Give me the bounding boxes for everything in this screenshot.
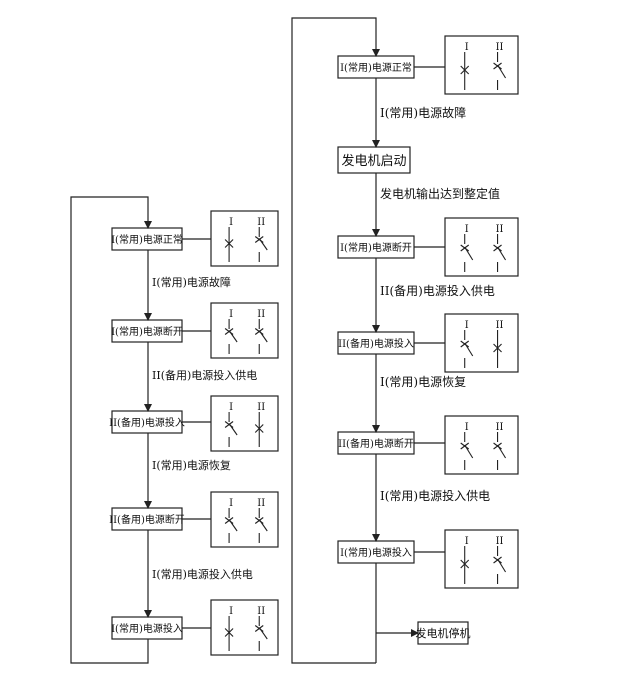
left-switch-panel-0-label-ii: II xyxy=(257,217,265,228)
left-switch-panel-1-label-i: I xyxy=(229,309,233,320)
left-switch-panel-0-switch-i-cross-b xyxy=(224,239,234,248)
right-switch-panel-0-switch-i-cross-b xyxy=(460,65,470,75)
left-switch-panel-4-label-ii: II xyxy=(257,606,265,617)
right-switch-panel-4 xyxy=(444,415,519,475)
left-switch-panel-1-label-ii: II xyxy=(257,309,265,320)
left-switch-panel-3-switch-ii-cross-b xyxy=(254,517,264,524)
left-switch-panel-2-label-i: I xyxy=(229,402,233,413)
left-switch-panel-1-switch-i-cross-b xyxy=(224,328,234,335)
right-step-label-0: I(常用)电源正常 xyxy=(340,61,412,74)
right-switch-panel-4-switch-ii-cross-b xyxy=(493,442,502,450)
left-switch-panel-1-switch-ii-cross-b xyxy=(254,328,264,335)
right-step-label-5: I(常用)电源投入 xyxy=(340,546,412,559)
left-loop-back-line xyxy=(70,196,152,664)
generator-stop-box xyxy=(417,621,469,645)
right-switch-panel-0-label-ii: II xyxy=(496,42,504,53)
right-step-label-1: 发电机启动 xyxy=(341,153,406,169)
right-step-label-2: I(常用)电源断开 xyxy=(340,241,412,254)
right-transition-label-2: II(备用)电源投入供电 xyxy=(380,283,495,298)
right-switch-panel-4-label-i: I xyxy=(465,422,469,433)
left-switch-panel-4-label-i: I xyxy=(229,606,233,617)
right-switch-panel-4-label-ii: II xyxy=(496,422,504,433)
right-switch-panel-3-switch-ii-cross-b xyxy=(493,343,502,353)
left-switch-panel-2-label-ii: II xyxy=(257,402,265,413)
right-step-box-1 xyxy=(337,146,411,174)
right-switch-panel-5-label-i: I xyxy=(465,536,469,547)
left-switch-panel-0 xyxy=(210,210,279,267)
right-step-label-4: II(备用)电源断开 xyxy=(338,437,414,450)
right-switch-panel-4-switch-i-cross-b xyxy=(460,442,470,450)
left-transition-label-3: I(常用)电源投入供电 xyxy=(152,567,253,581)
left-switch-panel-3-label-i: I xyxy=(229,498,233,509)
right-transition-label-4: I(常用)电源投入供电 xyxy=(380,488,490,503)
left-step-label-4: I(常用)电源投入 xyxy=(111,622,183,635)
right-switch-panel-0-label-i: I xyxy=(465,42,469,53)
right-switch-panel-5 xyxy=(444,529,519,589)
right-switch-panel-3 xyxy=(444,313,519,373)
left-step-label-0: I(常用)电源正常 xyxy=(111,233,183,246)
right-switch-panel-2 xyxy=(444,217,519,277)
left-switch-panel-2 xyxy=(210,395,279,452)
generator-stop-label: 发电机停机 xyxy=(416,626,471,640)
left-transition-label-0: I(常用)电源故障 xyxy=(152,275,231,289)
right-switch-panel-2-switch-i-cross-b xyxy=(460,244,470,252)
left-switch-panel-3-label-ii: II xyxy=(257,498,265,509)
right-switch-panel-5-switch-i-cross-b xyxy=(460,559,470,569)
right-step-label-3: II(备用)电源投入 xyxy=(338,337,414,350)
left-switch-panel-3-switch-i-cross-b xyxy=(224,517,234,524)
right-switch-panel-0 xyxy=(444,35,519,95)
right-switch-panel-3-switch-i-cross-b xyxy=(460,340,470,348)
right-switch-panel-5-label-ii: II xyxy=(496,536,504,547)
right-transition-label-3: I(常用)电源恢复 xyxy=(380,375,466,389)
right-switch-panel-2-switch-ii-cross-b xyxy=(493,244,502,252)
left-switch-panel-1 xyxy=(210,302,279,359)
left-switch-panel-2-switch-i-cross-b xyxy=(224,421,234,428)
right-switch-panel-2-label-ii: II xyxy=(496,224,504,235)
right-switch-panel-2-label-i: I xyxy=(465,224,469,235)
left-switch-panel-4-switch-i-cross-b xyxy=(224,628,234,637)
left-switch-panel-4-switch-ii-cross-b xyxy=(254,625,264,632)
left-transition-label-1: II(备用)电源投入供电 xyxy=(152,368,257,382)
left-switch-panel-3 xyxy=(210,491,279,548)
left-switch-panel-0-label-i: I xyxy=(229,217,233,228)
right-switch-panel-3-label-ii: II xyxy=(496,320,504,331)
right-transition-label-0: I(常用)电源故障 xyxy=(380,105,466,120)
left-transition-label-2: I(常用)电源恢复 xyxy=(152,458,231,472)
left-switch-panel-2-switch-ii-cross-b xyxy=(254,424,264,433)
left-step-label-3: II(备用)电源断开 xyxy=(109,513,185,526)
right-switch-panel-0-switch-ii-cross-b xyxy=(493,62,502,70)
right-loop-back-line xyxy=(291,17,380,664)
left-switch-panel-4 xyxy=(210,599,279,656)
left-switch-panel-0-switch-ii-cross-b xyxy=(254,236,264,243)
left-step-label-1: I(常用)电源断开 xyxy=(111,325,183,338)
right-switch-panel-5-switch-ii-cross-b xyxy=(493,556,502,564)
left-step-label-2: II(备用)电源投入 xyxy=(109,416,185,429)
right-switch-panel-3-label-i: I xyxy=(465,320,469,331)
right-transition-label-1: 发电机输出达到整定值 xyxy=(380,186,500,201)
